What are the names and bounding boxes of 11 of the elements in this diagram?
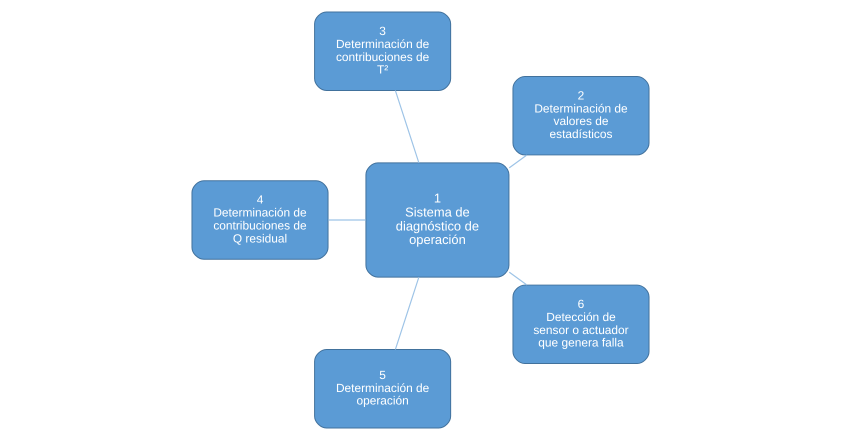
node-box: 3 Determinación de contribuciones de T² <box>314 12 452 91</box>
connector <box>508 272 528 286</box>
node-box: 5 Determinación de operación <box>314 349 452 428</box>
connector <box>394 276 420 350</box>
node-box: 6 Detección de sensor o actuador que genera falla <box>512 284 650 364</box>
node-box: 1 Sistema de diagnóstico de operación <box>365 162 510 278</box>
connector <box>328 219 366 221</box>
connector <box>394 90 420 164</box>
node-box: 2 Determinación de valores de estadísticos <box>512 76 650 156</box>
node-box: 4 Determinación de contribuciones de Q residual <box>191 180 329 260</box>
connector <box>508 154 528 168</box>
